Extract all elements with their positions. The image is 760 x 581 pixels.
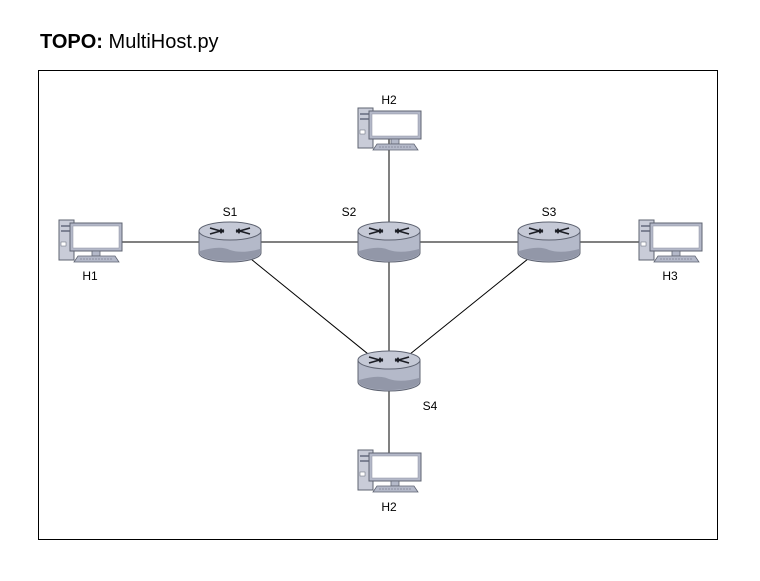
switch-s2[interactable] [357, 221, 421, 263]
title-prefix: TOPO: [40, 31, 103, 53]
host-label-h3: H3 [662, 269, 678, 283]
diagram-title: TOPO: MultiHost.py [40, 30, 219, 54]
switch-s1[interactable] [198, 221, 262, 263]
host-h2bottom[interactable] [357, 449, 422, 493]
link-s3-s4 [388, 241, 550, 372]
host-label-h2bottom: H2 [381, 500, 397, 514]
host-label-h1: H1 [82, 269, 98, 283]
links-layer [90, 130, 670, 472]
switch-label-s2: S2 [342, 205, 357, 219]
switch-s4[interactable] [357, 350, 421, 392]
nodes-layer [58, 107, 703, 493]
link-s1-s4 [229, 241, 390, 372]
diagram-frame [38, 70, 718, 540]
title-name: MultiHost.py [108, 31, 219, 53]
host-h2top[interactable] [357, 107, 422, 151]
switch-label-s4: S4 [423, 399, 438, 413]
host-label-h2top: H2 [381, 93, 397, 107]
switch-s3[interactable] [517, 221, 581, 263]
host-h1[interactable] [58, 219, 123, 263]
switch-label-s1: S1 [223, 205, 238, 219]
switch-label-s3: S3 [542, 205, 557, 219]
host-h3[interactable] [638, 219, 703, 263]
